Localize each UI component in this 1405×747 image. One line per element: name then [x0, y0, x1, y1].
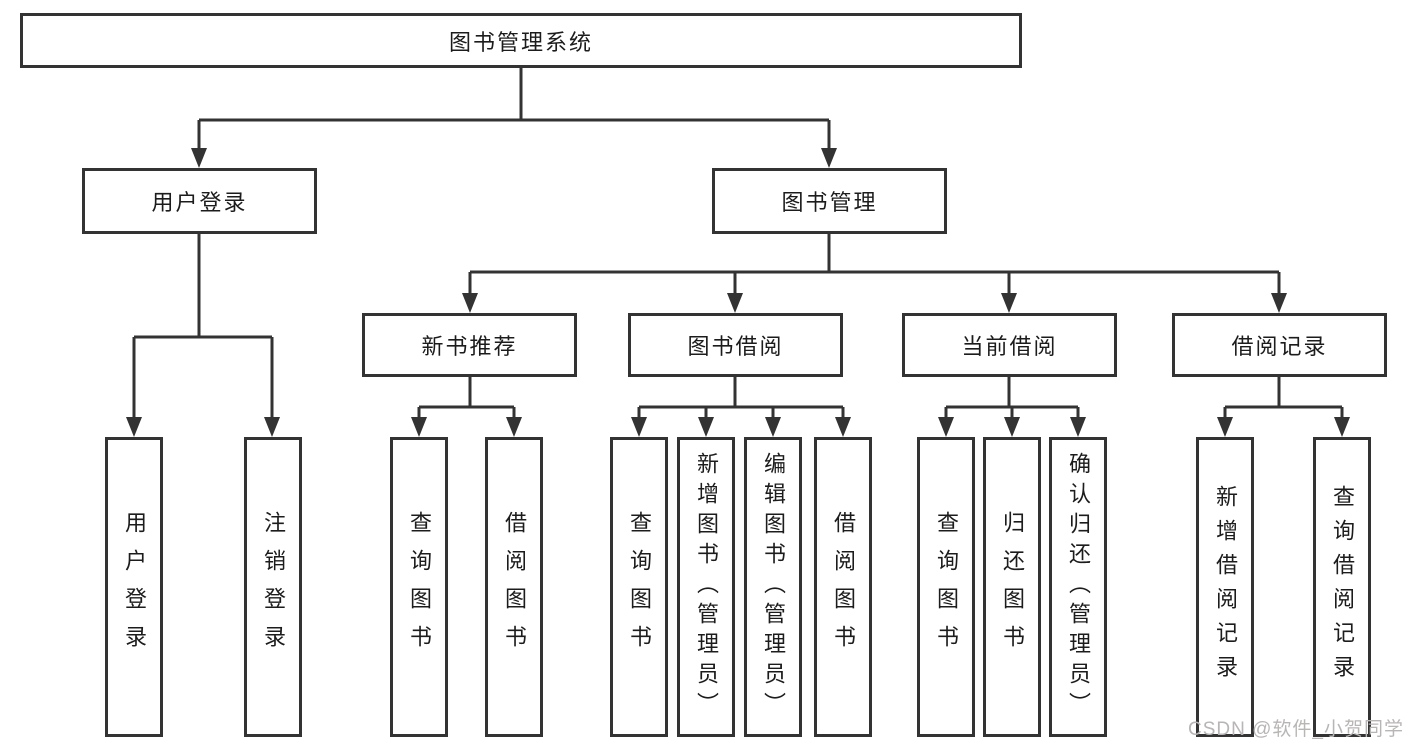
arrow-down-icon	[1334, 417, 1350, 437]
leaf-label: 新增借阅记录	[1213, 485, 1238, 689]
arrow-down-icon	[938, 417, 954, 437]
leaf-current-query-books: 查询图书	[917, 437, 975, 737]
node-label: 当前借阅	[961, 334, 1058, 359]
leaf-newbooks-query-books: 查询图书	[390, 437, 448, 737]
connector-root-split	[197, 68, 831, 150]
leaf-label: 借阅图书	[502, 511, 527, 663]
arrow-down-icon	[506, 417, 522, 437]
arrow-down-icon	[1001, 293, 1017, 313]
node-label: 借阅记录	[1231, 334, 1328, 359]
arrow-down-icon	[126, 417, 142, 437]
connector-mgmt-split	[468, 234, 1281, 295]
csdn-watermark: CSDN @软件_小贺同学	[1188, 719, 1404, 740]
node-new-book-recommendation: 新书推荐	[362, 313, 577, 377]
arrow-down-icon	[698, 417, 714, 437]
connector-borrow-split	[637, 377, 845, 419]
leaf-current-confirm-return-admin: 确认归还（管理员）	[1049, 437, 1107, 737]
node-label: 用户登录	[151, 190, 248, 215]
node-label: 图书管理系统	[448, 29, 593, 55]
leaf-label: 归还图书	[1000, 511, 1025, 663]
node-book-management: 图书管理	[712, 168, 947, 234]
node-user-login: 用户登录	[82, 168, 317, 234]
leaf-label: 编辑图书（管理员）	[761, 452, 786, 722]
arrow-down-icon	[1271, 293, 1287, 313]
connector-login-split	[132, 234, 274, 419]
arrow-down-icon	[631, 417, 647, 437]
leaf-borrowing-borrow-books: 借阅图书	[814, 437, 872, 737]
leaf-label: 确认归还（管理员）	[1066, 452, 1091, 722]
leaf-label: 新增图书（管理员）	[694, 452, 719, 722]
leaf-borrowing-add-books-admin: 新增图书（管理员）	[677, 437, 735, 737]
arrow-down-icon	[264, 417, 280, 437]
arrow-down-icon	[727, 293, 743, 313]
connector-current-split	[944, 377, 1080, 419]
leaf-user-login: 用户登录	[105, 437, 163, 737]
leaf-records-query-record: 查询借阅记录	[1313, 437, 1371, 737]
connector-records-split	[1223, 377, 1344, 419]
node-book-borrowing: 图书借阅	[628, 313, 843, 377]
arrowheads	[126, 148, 1350, 437]
node-label: 新书推荐	[421, 334, 518, 359]
arrow-down-icon	[462, 293, 478, 313]
node-label: 图书借阅	[687, 334, 784, 359]
node-current-borrowing: 当前借阅	[902, 313, 1117, 377]
leaf-label: 借阅图书	[831, 511, 856, 663]
leaf-newbooks-borrow-books: 借阅图书	[485, 437, 543, 737]
leaf-label: 查询图书	[627, 511, 652, 663]
arrow-down-icon	[835, 417, 851, 437]
leaf-current-return-books: 归还图书	[983, 437, 1041, 737]
leaf-label: 用户登录	[122, 511, 147, 663]
arrow-down-icon	[191, 148, 207, 168]
leaf-label: 查询图书	[934, 511, 959, 663]
leaf-label: 查询借阅记录	[1330, 485, 1355, 689]
node-borrow-records: 借阅记录	[1172, 313, 1387, 377]
node-label: 图书管理	[781, 190, 878, 215]
leaf-borrowing-query-books: 查询图书	[610, 437, 668, 737]
arrow-down-icon	[1217, 417, 1233, 437]
arrow-down-icon	[1004, 417, 1020, 437]
leaf-label: 查询图书	[407, 511, 432, 663]
leaf-borrowing-edit-books-admin: 编辑图书（管理员）	[744, 437, 802, 737]
arrow-down-icon	[765, 417, 781, 437]
leaf-label: 注销登录	[261, 511, 286, 663]
arrow-down-icon	[821, 148, 837, 168]
leaf-records-add-record: 新增借阅记录	[1196, 437, 1254, 737]
connector-newbooks-split	[417, 377, 516, 419]
leaf-logout: 注销登录	[244, 437, 302, 737]
node-library-system: 图书管理系统	[20, 13, 1022, 68]
arrow-down-icon	[411, 417, 427, 437]
arrow-down-icon	[1070, 417, 1086, 437]
